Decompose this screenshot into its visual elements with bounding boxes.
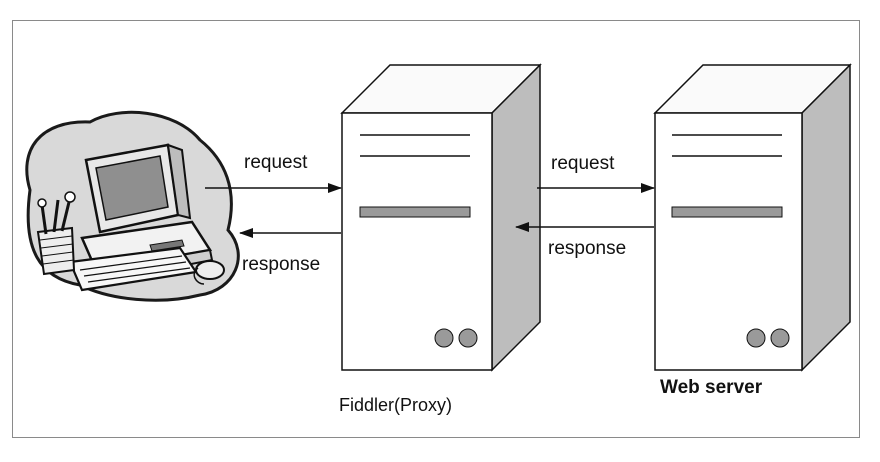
server-tower-icon — [653, 63, 852, 372]
node-label-proxy: Fiddler(Proxy) — [339, 395, 452, 415]
server-tower-icon — [340, 63, 542, 372]
edge-label-client-response: response — [242, 254, 320, 275]
edge-label-server-response: response — [548, 238, 626, 259]
node-label-web-server: Web server — [660, 377, 763, 398]
edge-label-server-request: request — [551, 153, 615, 174]
desktop-computer-icon — [25, 110, 240, 302]
edge-label-client-request: request — [244, 152, 308, 173]
